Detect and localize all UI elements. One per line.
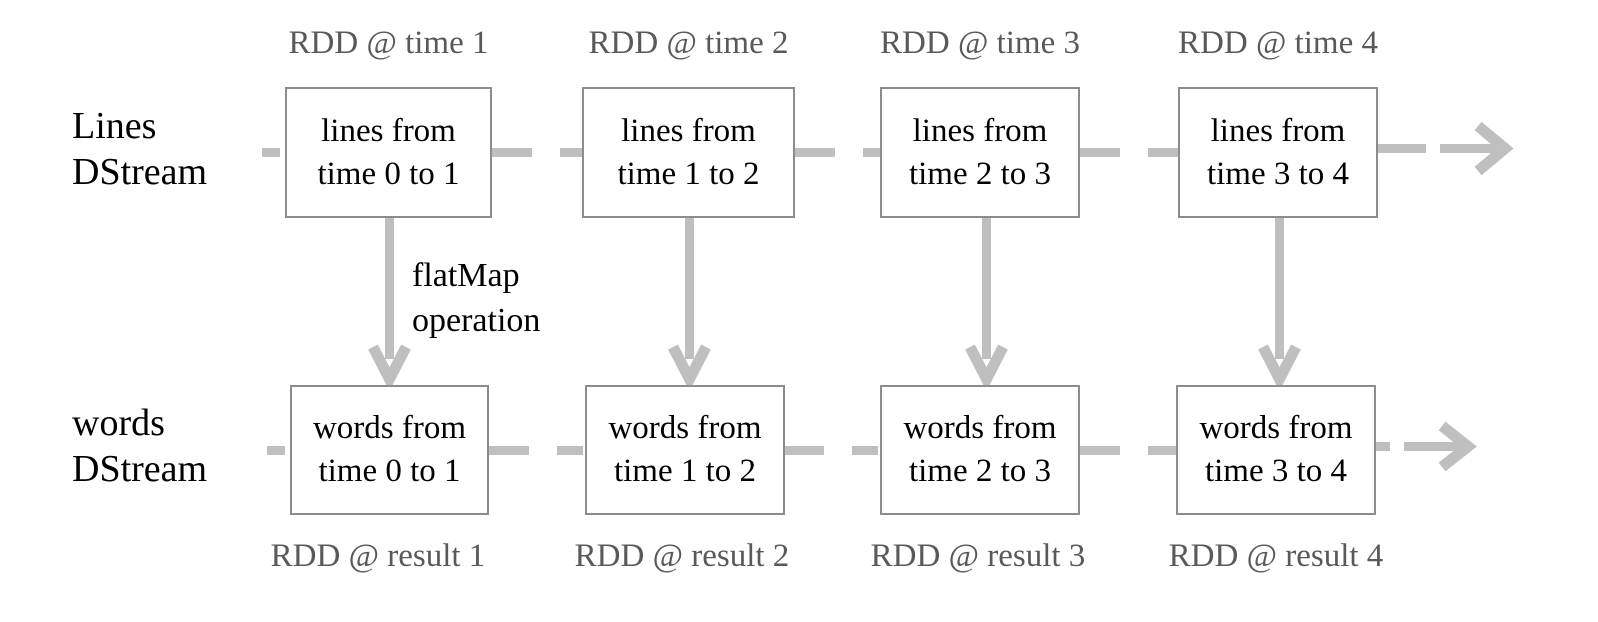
rdd-caption-time-1: RDD @ time 1: [288, 25, 489, 61]
rdd-box-words-1-line1: words from: [312, 410, 467, 446]
rdd-caption-result-4: RDD @ result 4: [1168, 538, 1384, 574]
rdd-box-words-2-line1: words from: [608, 410, 762, 446]
flatmap-arrow-3-icon: [965, 216, 1008, 392]
rdd-box-words-3-line2: time 2 to 3: [908, 453, 1052, 489]
flatmap-arrow-2-icon: [668, 216, 711, 392]
rdd-caption-time-4: RDD @ time 4: [1178, 25, 1378, 61]
rdd-box-lines-1-line1: lines from: [321, 112, 456, 149]
rdd-box-words-3[interactable]: words from time 2 to 3: [880, 385, 1080, 515]
rdd-box-lines-3-line1: lines from: [912, 112, 1048, 149]
rdd-box-lines-4-line2: time 3 to 4: [1206, 155, 1350, 192]
words-stream-dash-lead: [267, 446, 292, 455]
words-stream-dash-2-3: [782, 446, 878, 455]
rdd-box-lines-2-line1: lines from: [621, 112, 756, 149]
flatmap-operation-label: flatMap operation: [412, 257, 541, 339]
rdd-box-lines-3-line2: time 2 to 3: [908, 155, 1052, 192]
rdd-box-words-4[interactable]: words from time 3 to 4: [1176, 385, 1376, 515]
rdd-caption-time-3: RDD @ time 3: [880, 25, 1080, 61]
words-stream-dash-1-2: [487, 446, 583, 455]
rdd-box-words-2[interactable]: words from time 1 to 2: [585, 385, 785, 515]
rdd-box-lines-1-line2: time 0 to 1: [317, 155, 460, 192]
flatmap-arrow-4-icon: [1258, 216, 1301, 392]
rdd-box-words-1[interactable]: words from time 0 to 1: [290, 385, 489, 515]
rdd-box-words-4-line1: words from: [1199, 410, 1353, 446]
rdd-box-words-3-line1: words from: [903, 410, 1057, 446]
rdd-box-lines-4-line1: lines from: [1210, 112, 1346, 149]
rdd-caption-result-1: RDD @ result 1: [270, 538, 486, 574]
words-stream-continue-arrow-icon: [1376, 421, 1477, 472]
rdd-caption-result-2: RDD @ result 2: [574, 538, 790, 574]
rdd-caption-result-3: RDD @ result 3: [870, 538, 1086, 574]
flatmap-arrow-1-icon: [368, 216, 411, 392]
rdd-caption-time-2: RDD @ time 2: [588, 25, 789, 61]
rdd-box-lines-2-line2: time 1 to 2: [617, 155, 760, 192]
rdd-box-words-4-line2: time 3 to 4: [1204, 453, 1348, 489]
lines-stream-dash-2-3: [793, 148, 882, 157]
words-dstream-row-label: words DStream: [72, 402, 208, 490]
rdd-box-words-1-line2: time 0 to 1: [318, 453, 461, 489]
words-stream-dash-3-4: [1078, 446, 1176, 455]
rdd-box-lines-3[interactable]: lines from time 2 to 3: [880, 87, 1080, 218]
lines-stream-dash-1-2: [490, 148, 584, 157]
rdd-box-lines-4[interactable]: lines from time 3 to 4: [1178, 87, 1378, 218]
lines-stream-dash-3-4: [1078, 148, 1180, 157]
lines-stream-dash-lead: [262, 148, 287, 157]
rdd-box-lines-2[interactable]: lines from time 1 to 2: [582, 87, 795, 218]
rdd-box-lines-1[interactable]: lines from time 0 to 1: [285, 87, 492, 218]
lines-dstream-row-label: Lines DStream: [72, 105, 208, 193]
rdd-box-words-2-line2: time 1 to 2: [613, 453, 757, 489]
lines-stream-continue-arrow-icon: [1378, 121, 1514, 176]
